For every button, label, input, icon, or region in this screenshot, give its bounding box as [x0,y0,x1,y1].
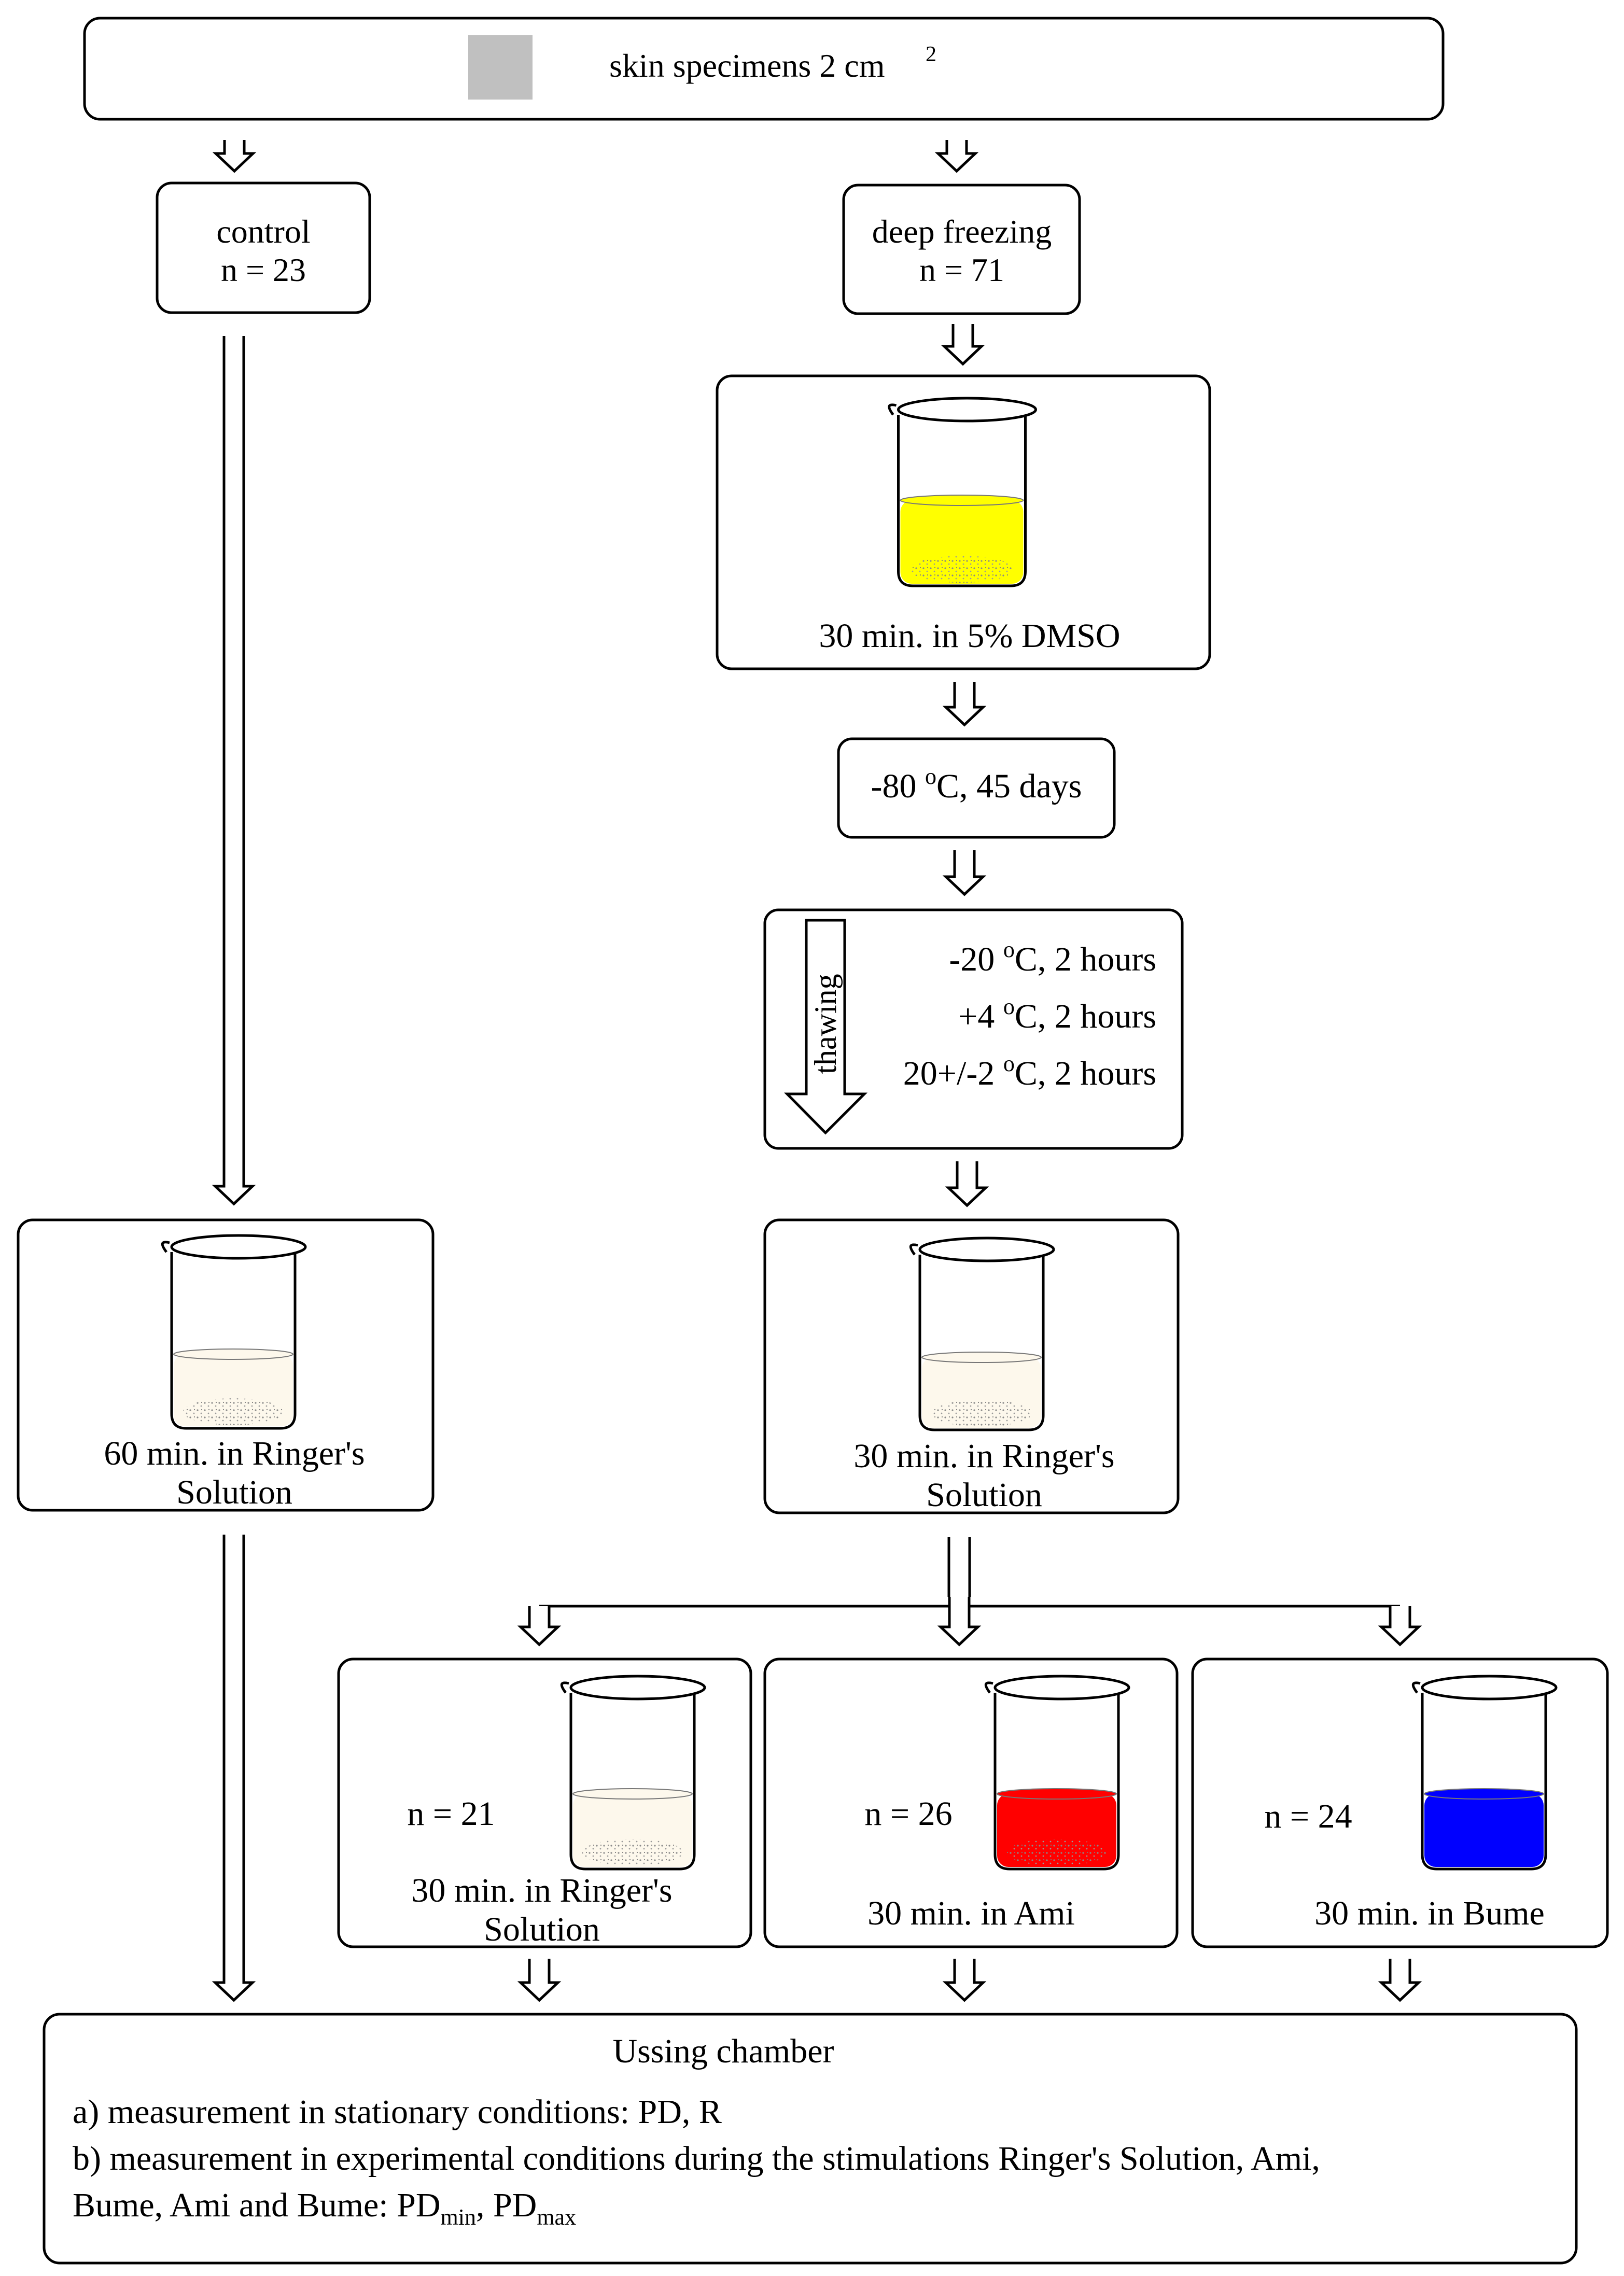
control-title: control [216,213,310,250]
thaw-step-2: +4 oC, 2 hours [958,994,1156,1035]
beaker-rim [569,1675,706,1701]
liquid-surface [1424,1788,1544,1800]
liquid-surface [997,1788,1117,1800]
liquid-surface [572,1788,693,1800]
beaker-rim [170,1234,307,1260]
beaker-glass [918,1255,1045,1431]
ussing-chamber-box: Ussing chamber a) measurement in station… [43,2013,1578,2265]
sediment [1006,1839,1107,1866]
group-box-bume: n = 24 30 min. in Bume [1191,1657,1609,1948]
ringer-frozen-line2: Solution [926,1476,1042,1514]
ringer-control-line1: 60 min. in Ringer's [104,1435,365,1472]
arrow-down-icon [934,140,979,173]
header-superscript: 2 [926,43,936,66]
beaker-glass [993,1693,1120,1871]
beaker-spout [1411,1681,1421,1694]
thaw-step-3: 20+/-2 oC, 2 hours [903,1051,1156,1092]
group-bume-n: n = 24 [1264,1797,1352,1835]
beaker-icon [161,1234,307,1430]
beaker-icon [560,1675,706,1871]
group-ami-label: 30 min. in Ami [867,1894,1075,1932]
arrow-down-icon [942,682,987,727]
deep-freezing-box: deep freezing n = 71 [842,184,1081,315]
specimen-swatch [468,35,533,100]
arrow-down-icon [942,1959,987,2002]
ringer-frozen-line1: 30 min. in Ringer's [853,1437,1114,1475]
beaker-spout [909,1243,918,1256]
dmso-box: 30 min. in 5% DMSO [716,374,1211,670]
beaker-spout [984,1681,993,1694]
beaker-glass [1421,1693,1547,1871]
storage-label: -80 oC, 45 days [871,764,1082,805]
arrow-down-icon [945,1161,989,1207]
arrow-down-icon [212,140,257,173]
beaker-rim [993,1675,1130,1701]
liquid-surface [921,1352,1042,1363]
thawing-arrow-icon [784,919,868,1135]
beaker-glass [897,415,1027,587]
beaker-icon [984,1675,1130,1871]
chamber-line-b2: Bume, Ami and Bume: PDmin, PDmax [73,2186,576,2230]
control-n: n = 23 [221,251,306,288]
freezing-n: n = 71 [919,251,1004,288]
ringer-control-line2: Solution [176,1473,292,1511]
beaker-liquid [1424,1794,1544,1867]
chamber-line-b1: b) measurement in experimental condition… [73,2140,1320,2177]
chamber-title: Ussing chamber [612,2032,834,2070]
group-box-ami: n = 26 30 min. in Ami [763,1657,1179,1948]
sediment [931,1400,1032,1427]
header-text: skin specimens 2 cm [609,47,885,84]
thawing-box: thawing -20 oC, 2 hours +4 oC, 2 hours 2… [763,908,1184,1150]
group-ami-n: n = 26 [864,1795,952,1833]
arrow-down-icon [941,324,985,366]
arrow-down-icon [942,850,987,896]
beaker-icon [909,1237,1055,1431]
group-ringer-line2: Solution [484,1910,600,1948]
beaker-spout [161,1241,170,1253]
control-box: control n = 23 [156,181,371,314]
beaker-spout [888,403,897,416]
arrow-down-icon [1378,1959,1422,2002]
liquid-surface [173,1348,293,1360]
arrow-down-icon [517,1606,562,1647]
arrow-down-icon [212,1952,256,2002]
connector-group [222,336,1400,1952]
group-ringer-n: n = 21 [407,1795,495,1833]
beaker-rim [897,397,1037,423]
group-ringer-line1: 30 min. in Ringer's [411,1872,672,1909]
arrow-down-icon [212,1146,256,1206]
sediment [183,1398,284,1425]
liquid-surface [900,495,1024,506]
sediment [909,556,1014,583]
storage-box: -80 oC, 45 days [837,737,1116,839]
dmso-label: 30 min. in 5% DMSO [819,617,1120,655]
arrow-down-icon [1378,1606,1422,1647]
ringer-control-box: 60 min. in Ringer's Solution [17,1218,435,1512]
arrow-down-icon [937,1597,982,1647]
arrow-group [212,140,1422,2002]
beaker-icon [1411,1675,1558,1871]
beaker-spout [560,1681,569,1694]
thawing-arrow-label: thawing [808,974,843,1074]
group-box-ringer: n = 21 30 min. in Ringer's Solution [337,1657,752,1948]
freezing-title: deep freezing [872,213,1052,250]
group-bume-label: 30 min. in Bume [1314,1894,1545,1932]
beaker-rim [1421,1675,1558,1701]
thaw-step-1: -20 oC, 2 hours [949,937,1156,978]
ringer-frozen-box: 30 min. in Ringer's Solution [763,1218,1180,1514]
beaker-rim [918,1237,1055,1262]
sediment [582,1839,683,1866]
chamber-line-a: a) measurement in stationary conditions:… [73,2093,722,2131]
beaker-glass [569,1693,696,1871]
beaker-icon [888,397,1037,587]
header-box: skin specimens 2 cm 2 [83,17,1445,121]
beaker-glass [170,1252,297,1430]
arrow-down-icon [517,1959,562,2002]
